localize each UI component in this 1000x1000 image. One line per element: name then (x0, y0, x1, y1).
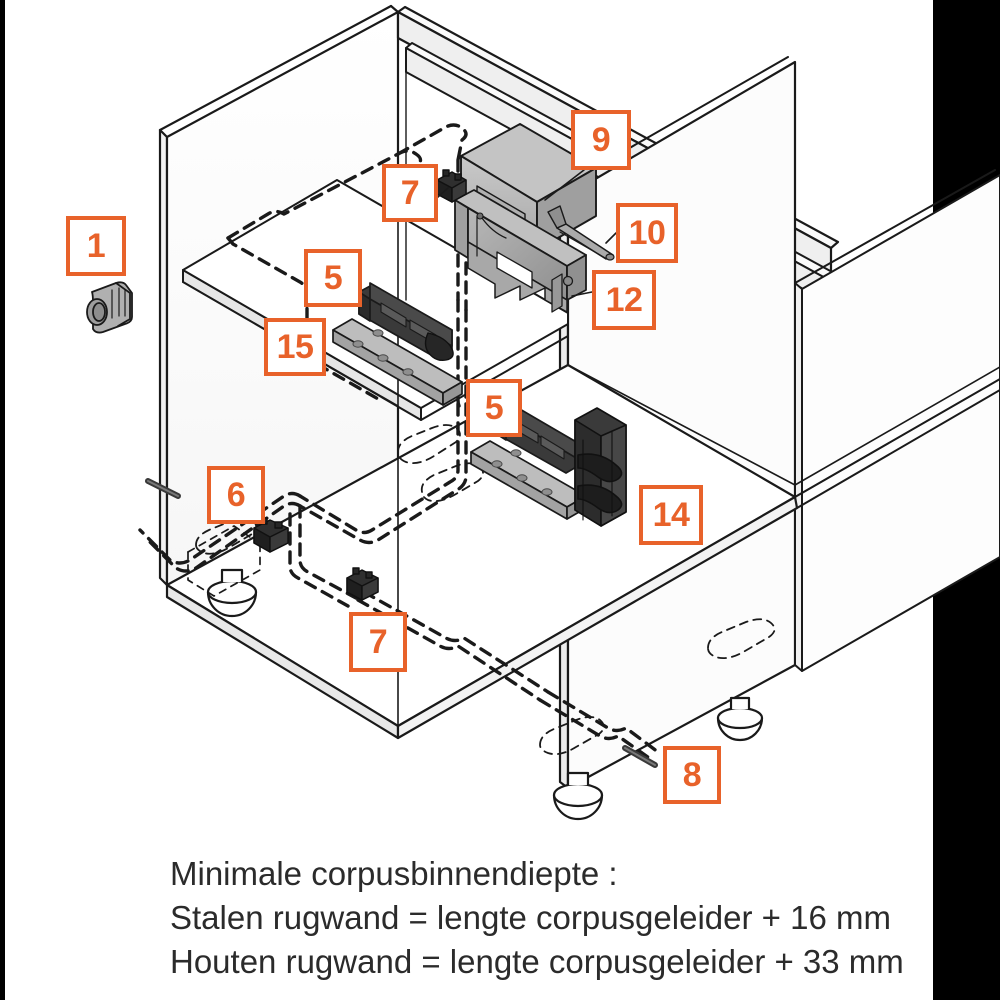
caption-line-3: Houten rugwand = lengte corpusgeleider +… (170, 943, 904, 980)
callout-5-lower[interactable]: 5 (466, 379, 522, 437)
callout-7-upper[interactable]: 7 (382, 164, 438, 222)
leg-right (716, 696, 764, 742)
caption-block: Minimale corpusbinnendiepte : Stalen rug… (170, 852, 940, 984)
caption-line-2: Stalen rugwand = lengte corpusgeleider +… (170, 899, 891, 936)
letterbox-bar-left (0, 0, 5, 1000)
callout-5-upper[interactable]: 5 (304, 249, 362, 307)
part-8-rear-rod-right (622, 745, 658, 768)
part-7-cable-clip-upper (436, 169, 467, 203)
callout-14[interactable]: 14 (639, 485, 703, 545)
part-12-mounting-bracket (454, 189, 587, 313)
leg-center (552, 771, 604, 821)
carcase-bottom-panel (165, 363, 1000, 740)
part-14-front-fixing-clip (574, 407, 627, 527)
caption-line-1: Minimale corpusbinnendiepte : (170, 855, 618, 892)
cabinet-legs (206, 568, 764, 821)
callout-15[interactable]: 15 (264, 318, 326, 376)
callout-6[interactable]: 6 (207, 466, 265, 524)
part-10-drive-push-rod (547, 205, 615, 261)
callout-10[interactable]: 10 (616, 203, 678, 263)
carcase-far-right-panel (794, 169, 1000, 672)
hidden-fixing-outlines (187, 525, 261, 597)
part-6-floor-clip (253, 517, 289, 553)
leg-left (206, 568, 258, 618)
part-1-connector-cap (86, 281, 133, 334)
part-7-cable-clip-lower (346, 567, 379, 601)
carcase-bottom-right-edge (794, 378, 1000, 509)
callout-9[interactable]: 9 (571, 110, 631, 170)
part-6-rear-rod-left (145, 478, 181, 499)
callout-12[interactable]: 12 (592, 270, 656, 330)
callout-1[interactable]: 1 (66, 216, 126, 276)
callout-8[interactable]: 8 (663, 746, 721, 804)
callout-7-lower[interactable]: 7 (349, 612, 407, 672)
